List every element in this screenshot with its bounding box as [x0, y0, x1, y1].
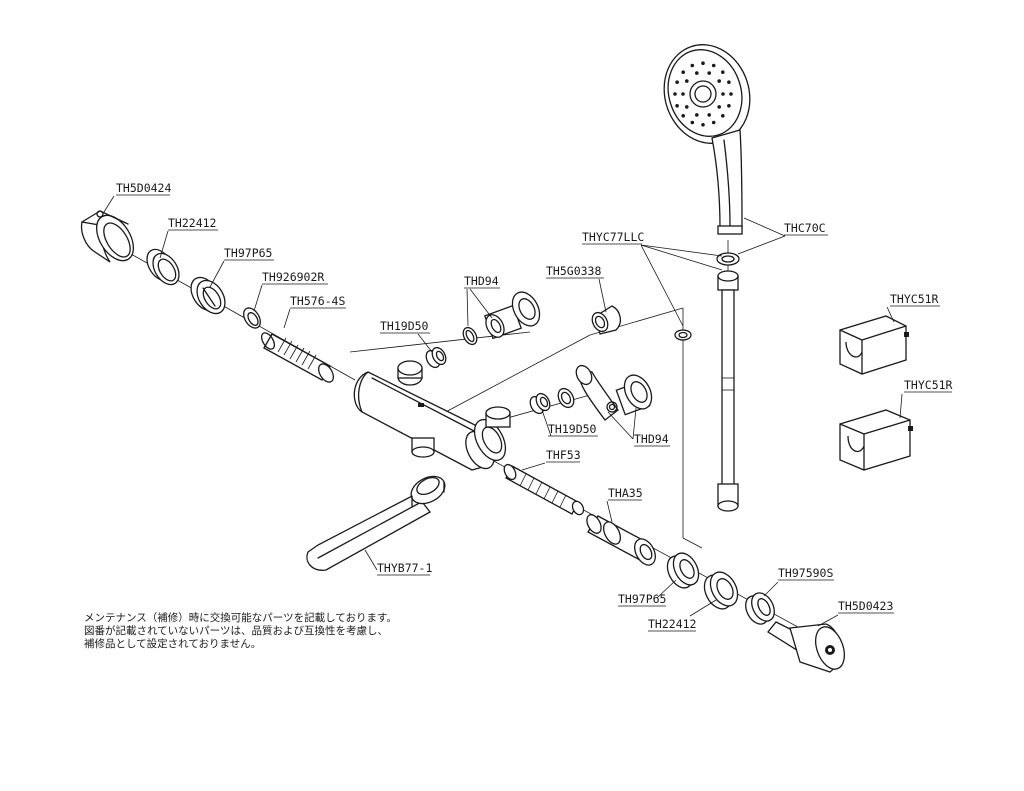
part-thyc51r-holder-upper [839, 315, 909, 375]
part-thf53-strainer [503, 463, 585, 516]
part-th97p65-ring-left [190, 276, 226, 315]
label-p17: THYB77-1 [377, 561, 432, 575]
part-th5d0424-handle-cap [80, 210, 135, 263]
part-th576-4s-cartridge [260, 332, 334, 383]
label-p8: TH5G0338 [546, 264, 601, 278]
part-th19d50-filter-left [425, 346, 447, 369]
part-thyc77llc-hose [674, 252, 740, 512]
part-thyc51r-holder-lower [839, 409, 913, 471]
label-p5: TH576-4S [290, 294, 345, 308]
part-thyb77-1-spout [306, 475, 446, 571]
note-line-2: 図番が記載されていないパーツは、品質および互換性を考慮し、 [84, 625, 388, 637]
part-thc70c-shower-head [663, 44, 751, 235]
label-p19: TH22412 [648, 617, 696, 631]
part-thd94-elbow-top [462, 291, 541, 346]
label-p16: THA35 [608, 486, 643, 500]
part-th97590s-nut [745, 592, 775, 625]
label-p4: TH926902R [262, 270, 324, 284]
label-p15: THF53 [546, 448, 581, 462]
part-tha35-valve [586, 514, 656, 566]
label-p6: TH19D50 [380, 319, 429, 333]
part-thd94-elbow-lower [557, 364, 653, 421]
part-th22412-ring-left [146, 248, 180, 286]
label-p10: THC70C [784, 221, 826, 235]
part-th926902r-washer [243, 307, 261, 329]
label-p18: TH97P65 [618, 592, 666, 606]
label-p2: TH22412 [168, 216, 216, 230]
label-p21: TH5D0423 [838, 599, 893, 613]
part-th22412-ring-lower [703, 571, 739, 610]
part-th19d50-filter-right [529, 392, 551, 415]
part-th97p65-ring-lower [666, 552, 700, 589]
part-labels: TH5D0424 TH22412 TH97P65 TH926902R TH576… [116, 181, 953, 632]
note-line-1: メンテナンス（補修）時に交換可能なパーツを記載しております。 [84, 612, 397, 624]
label-p13: TH19D50 [548, 422, 597, 436]
label-p12: THYC51R [904, 378, 953, 392]
note-line-3: 補修品として設定されておりません。 [84, 638, 262, 650]
leader-lines [103, 195, 903, 627]
shower-nozzles [673, 61, 733, 127]
label-p3: TH97P65 [224, 246, 272, 260]
label-p20: TH97590S [778, 566, 833, 580]
label-p9: THYC77LLC [582, 230, 644, 244]
part-th5d0423-lever-handle [767, 621, 845, 673]
label-p11: THYC51R [890, 292, 939, 306]
label-p1: TH5D0424 [116, 181, 171, 195]
maintenance-note: メンテナンス（補修）時に交換可能なパーツを記載しております。 図番が記載されてい… [84, 612, 464, 651]
label-p14: THD94 [634, 432, 669, 446]
part-th5g0338-fitting [591, 305, 622, 335]
mixer-body [353, 360, 511, 471]
label-p7: THD94 [464, 274, 499, 288]
